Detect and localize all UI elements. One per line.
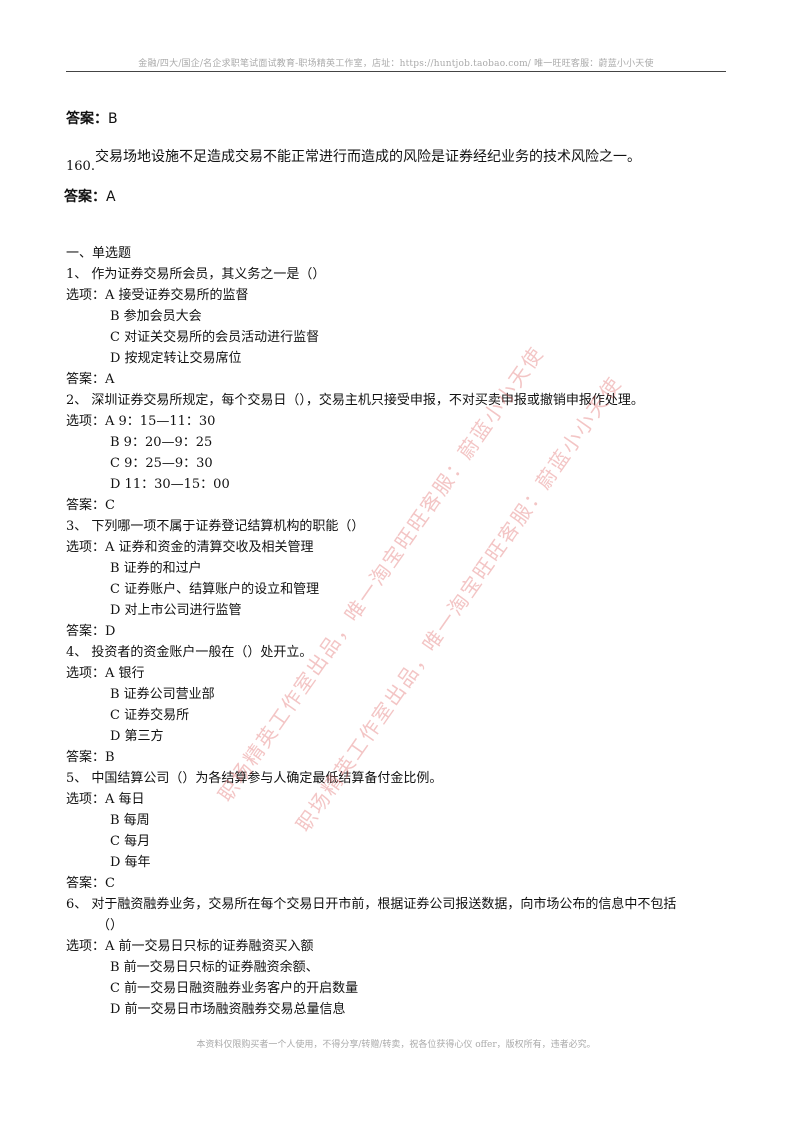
option-c: C 证券交易所 (110, 708, 190, 723)
answer: 答案：C (66, 876, 115, 891)
option-b: B 参加会员大会 (110, 309, 202, 324)
option-a: 选项：A 9：15—11：30 (66, 414, 216, 429)
question-stem-continued: （） (97, 918, 124, 933)
option-a: 选项：A 银行 (66, 666, 145, 681)
option-a: 选项：A 证券和资金的清算交收及相关管理 (66, 540, 314, 555)
option-b: B 9：20—9：25 (110, 435, 213, 450)
question-text: 交易场地设施不足造成交易不能正常进行而造成的风险是证券经纪业务的技术风险之一。 (94, 149, 641, 165)
answer-label: 答案： (66, 111, 108, 127)
option-b: B 每周 (110, 813, 150, 828)
answer-label: 答案： (64, 189, 106, 205)
answer-value: A (106, 189, 116, 205)
header-divider (66, 71, 726, 72)
option-d: D 对上市公司进行监管 (110, 603, 242, 618)
question-stem: 2、 深圳证券交易所规定，每个交易日（），交易主机只接受申报，不对买卖申报或撤销… (66, 393, 644, 408)
answer: 答案：D (66, 624, 116, 639)
option-b: B 前一交易日只标的证券融资余额、 (110, 960, 319, 975)
option-c: C 9：25—9：30 (110, 456, 213, 471)
answer: 答案：A (66, 372, 115, 387)
option-c: C 证券账户、结算账户的设立和管理 (110, 582, 320, 597)
page-footer: 本资料仅限购买者一个人使用，不得分享/转赠/转卖，祝各位获得心仪 offer，版… (196, 1040, 596, 1050)
option-d: D 前一交易日市场融资融券交易总量信息 (110, 1002, 346, 1017)
question-number: 160. (66, 159, 95, 174)
question-160: 160.交易场地设施不足造成交易不能正常进行而造成的风险是证券经纪业务的技术风险… (66, 146, 641, 174)
section-title: 一、单选题 (66, 246, 132, 261)
option-c: C 对证关交易所的会员活动进行监督 (110, 330, 320, 345)
option-a: 选项：A 前一交易日只标的证券融资买入额 (66, 939, 314, 954)
answer: 答案：C (66, 498, 115, 513)
question-160-answer: 答案：A (64, 186, 116, 206)
question-stem: 5、 中国结算公司（）为各结算参与人确定最低结算备付金比例。 (66, 771, 443, 786)
option-b: B 证券公司营业部 (110, 687, 215, 702)
option-d: D 每年 (110, 855, 151, 870)
option-b: B 证券的和过户 (110, 561, 202, 576)
answer: 答案：B (66, 750, 115, 765)
option-a: 选项：A 接受证券交易所的监督 (66, 288, 249, 303)
option-a: 选项：A 每日 (66, 792, 145, 807)
option-d: D 按规定转让交易席位 (110, 351, 242, 366)
question-stem: 3、 下列哪一项不属于证券登记结算机构的职能（） (66, 519, 365, 534)
watermark: 职场精英工作室出品，唯一淘宝旺旺客服：蔚蓝小小天使 (291, 371, 627, 837)
question-stem: 1、 作为证券交易所会员，其义务之一是（） (66, 267, 326, 282)
previous-answer: 答案：B (66, 108, 118, 128)
option-c: C 每月 (110, 834, 151, 849)
question-stem: 4、 投资者的资金账户一般在（）处开立。 (66, 645, 313, 660)
question-stem: 6、 对于融资融券业务，交易所在每个交易日开市前，根据证券公司报送数据，向市场公… (66, 897, 677, 912)
option-d: D 11：30—15：00 (110, 477, 230, 492)
option-d: D 第三方 (110, 729, 164, 744)
page-header: 金融/四大/国企/名企求职笔试面试教育-职场精英工作室，店址：https://h… (138, 59, 654, 69)
option-c: C 前一交易日融资融券业务客户的开启数量 (110, 981, 359, 996)
answer-value: B (108, 111, 118, 127)
